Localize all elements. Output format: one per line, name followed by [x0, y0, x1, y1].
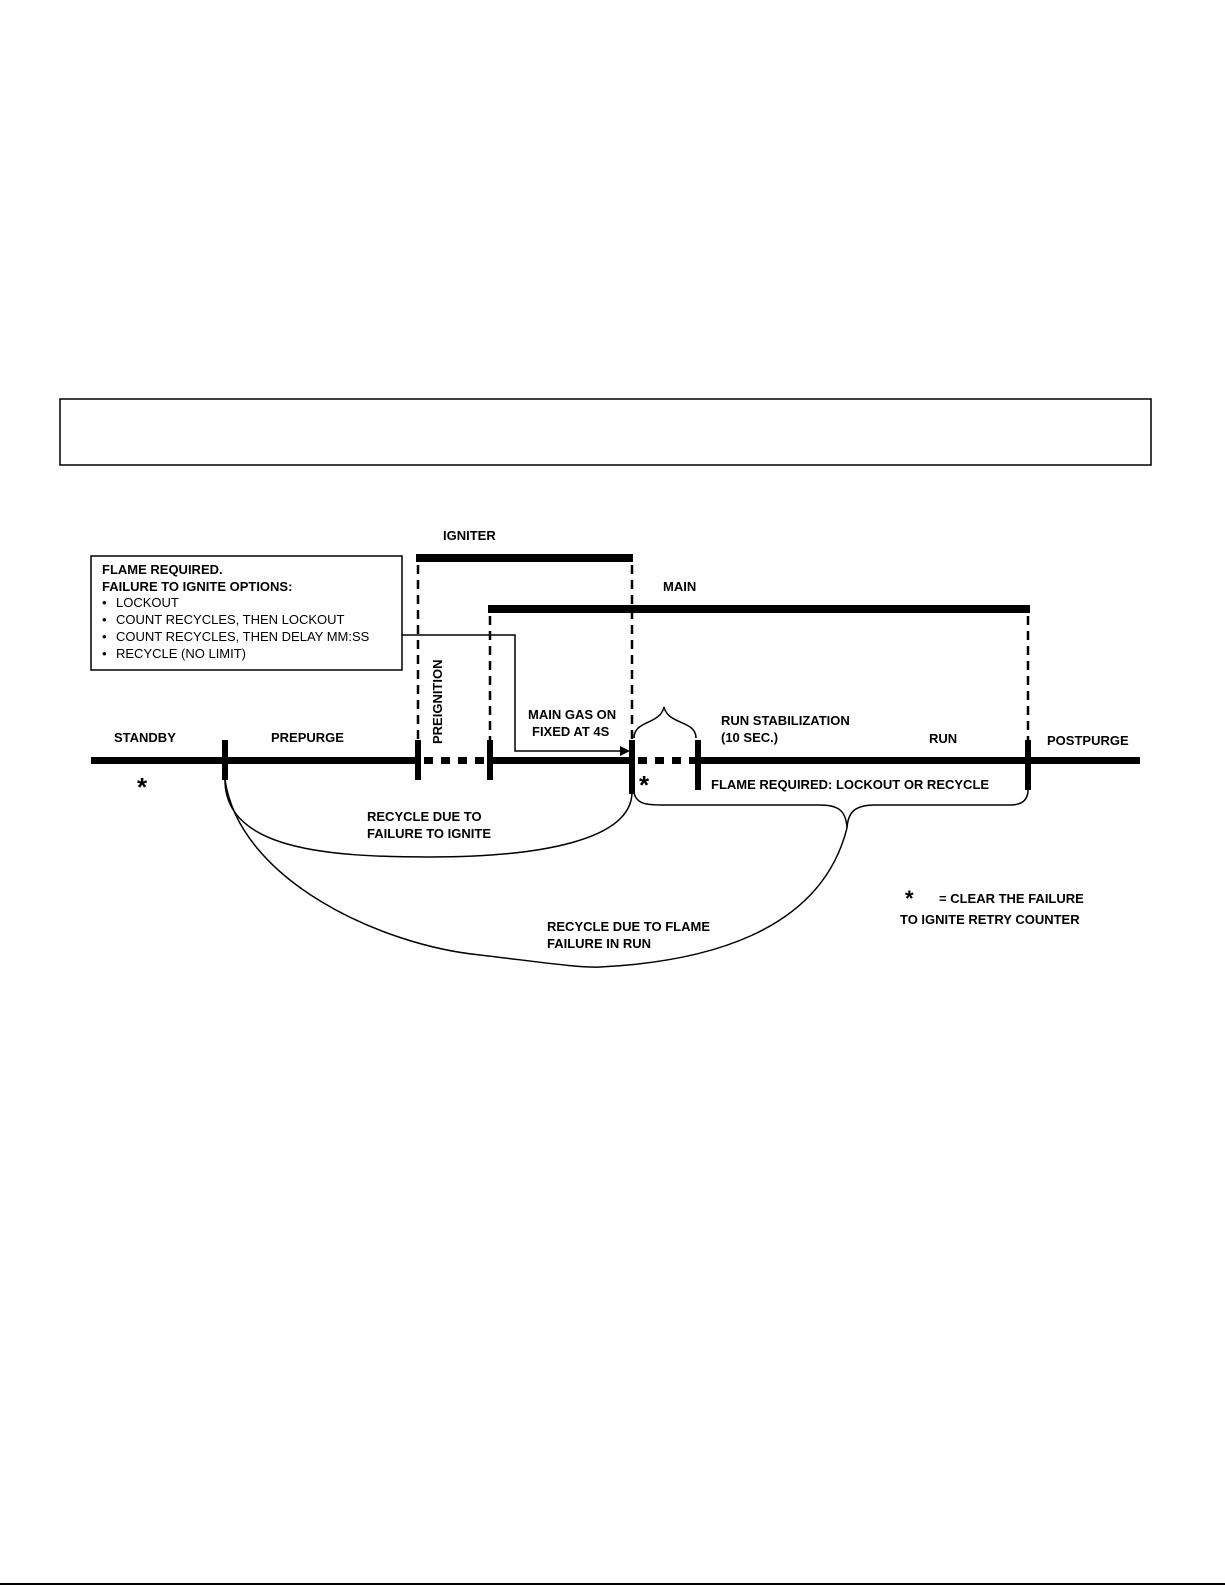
run-stabilization-label-1: RUN STABILIZATION — [721, 713, 850, 728]
option-item: LOCKOUT — [116, 595, 179, 610]
arrowhead-icon — [620, 746, 630, 756]
failure-options-box: FLAME REQUIRED. FAILURE TO IGNITE OPTION… — [90, 555, 403, 671]
asterisk-icon: * — [905, 886, 914, 911]
recycle-flame-label-1: RECYCLE DUE TO FLAME — [547, 919, 710, 934]
run-stabilization-label-2: (10 SEC.) — [721, 730, 778, 745]
legend-label-2: TO IGNITE RETRY COUNTER — [900, 912, 1080, 927]
recycle-ignite-label-2: FAILURE TO IGNITE — [367, 826, 491, 841]
option-item: RECYCLE (NO LIMIT) — [116, 646, 246, 661]
phase-prepurge: PREPURGE — [271, 730, 344, 745]
options-connector-arrow — [402, 634, 622, 752]
flame-required-run-label: FLAME REQUIRED: LOCKOUT OR RECYCLE — [711, 777, 989, 792]
bullet-icon: • — [102, 612, 107, 627]
stabilization-brace — [633, 706, 697, 739]
option-item: COUNT RECYCLES, THEN DELAY MM:SS — [116, 629, 370, 644]
main-gas-label-1: MAIN GAS ON — [528, 707, 616, 722]
phase-preignition: PREIGNITION — [430, 659, 445, 744]
option-item: COUNT RECYCLES, THEN LOCKOUT — [116, 612, 345, 627]
run-brace — [633, 789, 1029, 829]
bullet-icon: • — [102, 629, 107, 644]
recycle-flame-curve — [224, 779, 848, 968]
asterisk-icon: * — [639, 770, 650, 800]
main-label: MAIN — [663, 579, 696, 594]
bullet-icon: • — [102, 646, 107, 661]
empty-caption-box — [59, 398, 1152, 466]
phase-standby: STANDBY — [114, 730, 176, 745]
timeline-ticks — [222, 740, 1031, 794]
asterisk-icon: * — [137, 772, 148, 802]
recycle-flame-label-2: FAILURE IN RUN — [547, 936, 651, 951]
legend-label-1: = CLEAR THE FAILURE — [939, 891, 1084, 906]
igniter-label: IGNITER — [443, 528, 496, 543]
recycle-ignite-curve — [224, 779, 633, 858]
phase-postpurge: POSTPURGE — [1047, 733, 1129, 748]
options-title-2: FAILURE TO IGNITE OPTIONS: — [102, 579, 292, 594]
options-title-1: FLAME REQUIRED. — [102, 562, 223, 577]
igniter-bar — [416, 554, 633, 562]
bullet-icon: • — [102, 595, 107, 610]
main-bar — [488, 605, 1030, 613]
phase-run: RUN — [929, 731, 957, 746]
dashed-guides — [416, 565, 1030, 740]
recycle-ignite-label-1: RECYCLE DUE TO — [367, 809, 482, 824]
timeline — [91, 757, 1140, 764]
main-gas-label-2: FIXED AT 4S — [532, 724, 610, 739]
